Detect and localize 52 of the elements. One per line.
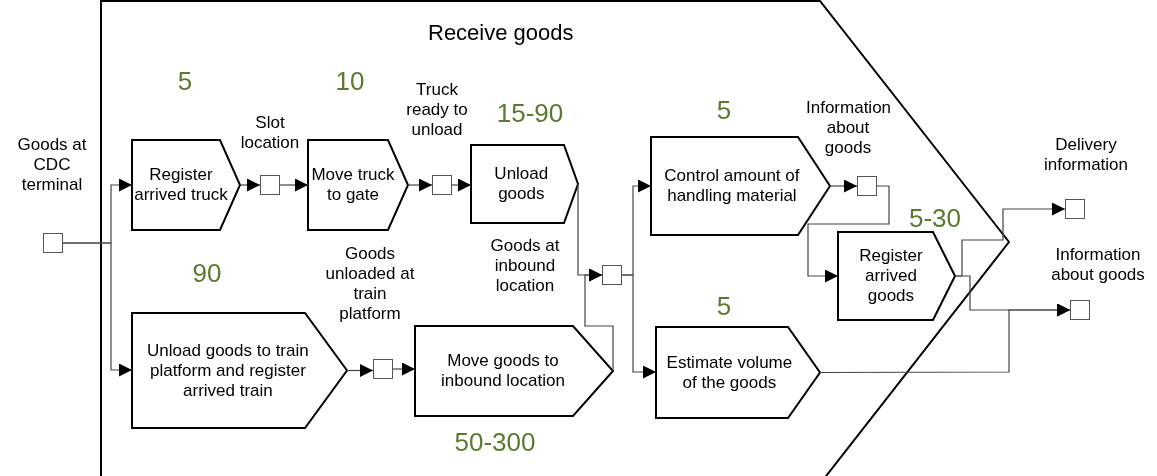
process-label: Control amount of handling material bbox=[663, 166, 801, 206]
process-step bbox=[415, 326, 613, 416]
process-label: Unload goods to train platform and register arrived train bbox=[146, 340, 310, 401]
arrow bbox=[451, 178, 472, 192]
arrow bbox=[819, 303, 1071, 374]
process-label: Register arrived goods bbox=[858, 246, 924, 306]
event-square bbox=[857, 176, 877, 196]
arrow bbox=[829, 179, 858, 193]
duration-label: 10 bbox=[334, 66, 366, 96]
process-step bbox=[838, 232, 955, 320]
arrow bbox=[392, 362, 416, 376]
process-label: Register arrived truck bbox=[134, 165, 228, 205]
duration-label: 90 bbox=[191, 258, 223, 288]
event-square bbox=[260, 175, 280, 195]
event-square bbox=[43, 233, 63, 253]
process-step bbox=[471, 145, 578, 223]
duration-label: 5 bbox=[176, 66, 194, 96]
frame-title: Receive goods bbox=[428, 20, 574, 46]
event-square bbox=[373, 359, 393, 379]
process-step bbox=[308, 140, 408, 230]
process-frame bbox=[100, 0, 1010, 476]
event-square bbox=[1065, 199, 1085, 219]
event-label: Information about goods bbox=[806, 98, 890, 158]
event-label: Goods at inbound location bbox=[489, 236, 561, 296]
process-label: Move truck to gate bbox=[310, 165, 396, 205]
arrow bbox=[279, 178, 309, 192]
arrow bbox=[584, 268, 614, 372]
event-label: Information about goods bbox=[1050, 245, 1146, 285]
duration-label: 50-300 bbox=[453, 427, 537, 457]
arrow bbox=[621, 274, 657, 379]
event-label: Truck ready to unload bbox=[405, 80, 469, 140]
event-label: Goods unloaded at train platform bbox=[325, 244, 415, 324]
process-label: Unload goods bbox=[493, 164, 550, 204]
duration-label: 5 bbox=[715, 95, 733, 125]
event-square bbox=[1070, 300, 1090, 320]
process-step bbox=[656, 327, 820, 418]
arrow bbox=[239, 178, 261, 192]
process-label: Estimate volume of the goods bbox=[665, 352, 794, 393]
event-label: Goods at CDC terminal bbox=[16, 135, 88, 195]
duration-label: 15-90 bbox=[495, 98, 565, 128]
event-label: Slot location bbox=[239, 113, 301, 153]
event-square bbox=[432, 175, 452, 195]
arrow bbox=[807, 185, 890, 283]
arrow bbox=[407, 178, 433, 192]
arrow bbox=[346, 364, 374, 377]
event-square bbox=[602, 265, 622, 285]
event-label: Delivery information bbox=[1042, 135, 1130, 175]
duration-label: 5-30 bbox=[907, 203, 962, 233]
process-label: Move goods to inbound location bbox=[440, 351, 566, 391]
arrow bbox=[62, 242, 133, 377]
duration-label: 5 bbox=[715, 291, 733, 321]
process-step bbox=[132, 140, 240, 230]
